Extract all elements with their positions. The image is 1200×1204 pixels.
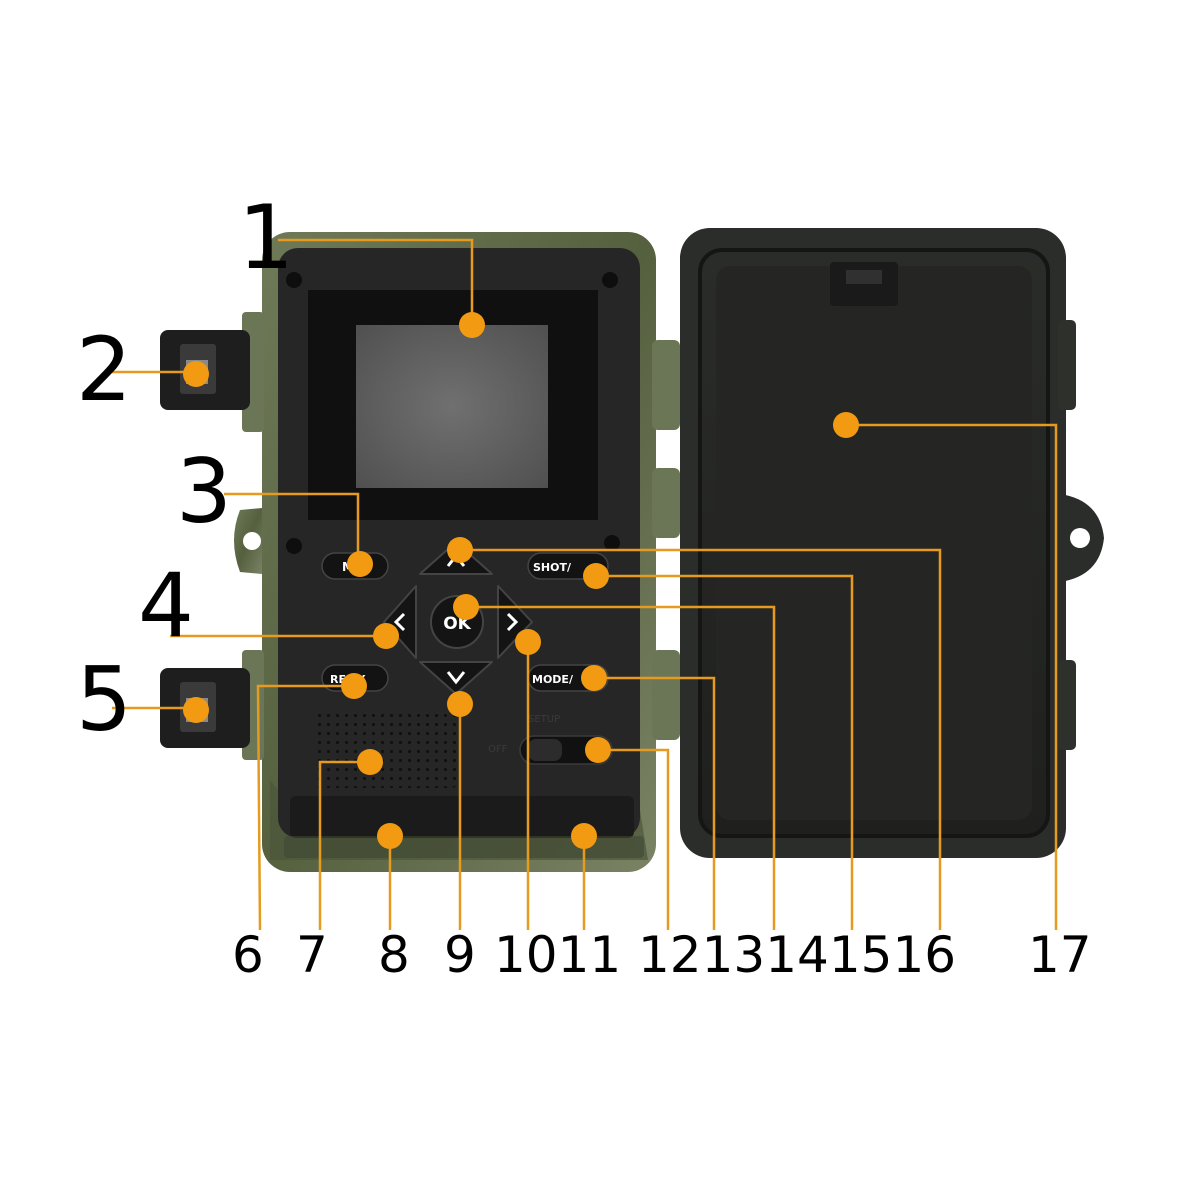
battery-compartment	[290, 796, 634, 838]
camera-main-body: ME RE AY	[234, 232, 680, 872]
dot-11	[571, 823, 597, 849]
callout-10-11: 1011	[494, 926, 621, 984]
callout-6: 6	[232, 926, 264, 984]
off-label: OFF	[488, 744, 508, 755]
callout-3: 3	[176, 440, 232, 543]
lcd-screen	[356, 325, 548, 488]
camera-lid	[680, 228, 1104, 858]
callout-17: 17	[1028, 926, 1092, 984]
mode-button-label: MODE/	[532, 673, 574, 686]
callout-9: 9	[444, 926, 476, 984]
left-button[interactable]	[383, 585, 417, 659]
dot-8	[377, 823, 403, 849]
callout-8: 8	[378, 926, 410, 984]
chevron-down-icon	[446, 671, 466, 685]
dot-10	[515, 629, 541, 655]
dot-13	[581, 665, 607, 691]
dot-1	[459, 312, 485, 338]
dot-7	[357, 749, 383, 775]
right-button[interactable]	[497, 585, 533, 659]
callout-labels: 1 2 3 4 5 6 7 8 9 1011 1213141516 17	[76, 186, 1092, 984]
dot-5	[183, 697, 209, 723]
callout-4: 4	[138, 554, 194, 657]
dot-15	[583, 563, 609, 589]
dot-6	[341, 673, 367, 699]
callout-dots	[183, 312, 859, 849]
dot-3	[347, 551, 373, 577]
dot-4	[373, 623, 399, 649]
mount-hole-left	[243, 532, 261, 550]
callout-12-16: 1213141516	[638, 926, 956, 984]
callout-2: 2	[76, 318, 132, 421]
dot-16	[447, 537, 473, 563]
leader-lines	[112, 238, 1058, 931]
dot-17	[833, 412, 859, 438]
chevron-left-icon	[393, 612, 406, 632]
callout-7: 7	[296, 926, 328, 984]
latch-bottom	[160, 650, 264, 760]
dot-2	[183, 361, 209, 387]
speaker-grill	[314, 714, 458, 788]
shot-button-label: SHOT/	[533, 561, 572, 574]
down-button[interactable]	[419, 661, 493, 695]
callout-5: 5	[76, 648, 132, 751]
mount-hole-right	[1070, 528, 1090, 548]
callout-1: 1	[238, 186, 294, 289]
dot-9	[447, 691, 473, 717]
dot-14	[453, 594, 479, 620]
dot-12	[585, 737, 611, 763]
setup-label: SETUP	[528, 714, 560, 725]
chevron-right-icon	[506, 612, 519, 632]
